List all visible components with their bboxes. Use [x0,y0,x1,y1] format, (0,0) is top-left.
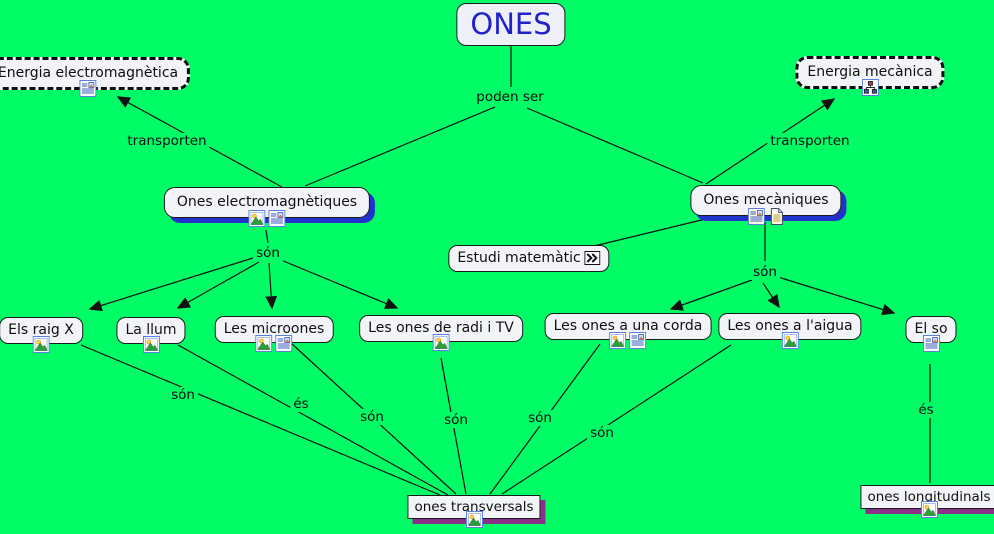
image-icon[interactable] [781,331,799,349]
concept-node-la-llum[interactable]: La llum [116,317,186,353]
doc-image-icon[interactable] [747,207,765,225]
linking-phrase-son-right-branch[interactable]: són [750,264,780,280]
concept-label: Les ones a una corda [553,318,703,334]
image-icon[interactable] [248,209,266,227]
linking-phrase-transporten-left[interactable]: transporten [124,133,210,149]
concept-label: Energia electromagnètica [0,65,179,81]
concept-node-ones-mecaniques[interactable]: Ones mecàniques [690,185,842,225]
concept-node-les-microones[interactable]: Les microones [214,316,334,352]
hierarchy-icon[interactable] [861,78,879,96]
concept-label: La llum [125,322,177,338]
concept-label: Estudi matemàtic [457,250,581,266]
linking-phrase-poden-ser[interactable]: poden ser [473,89,547,105]
double-chevron-icon[interactable] [584,251,601,266]
doc-image-icon[interactable] [922,334,940,352]
image-icon[interactable] [609,331,627,349]
image-icon[interactable] [432,333,450,351]
linking-phrase-son-microones[interactable]: són [357,409,387,425]
linking-phrase-son-raigx[interactable]: són [168,387,198,403]
linking-phrase-transporten-right[interactable]: transporten [767,133,853,149]
doc-image-icon[interactable] [268,209,286,227]
linking-phrase-es-llum[interactable]: és [290,396,312,412]
concept-node-ones-electromagnetiques[interactable]: Ones electromagnètiques [163,187,371,227]
concept-label: Les ones de radi i TV [368,320,514,336]
image-icon[interactable] [142,335,160,353]
concept-node-estudi-matematic[interactable]: Estudi matemàtic [448,245,610,272]
linking-phrase-son-left-branch[interactable]: són [253,245,283,261]
concept-label: Les microones [223,321,325,337]
concept-label: Els raig X [8,322,74,338]
doc-image-icon[interactable] [275,334,293,352]
concept-node-energia-mecanica[interactable]: Energia mecànica [795,56,945,96]
concept-label: Energia mecànica [807,64,933,80]
concept-node-ones-longitudinals[interactable]: ones longitudinals [860,485,994,519]
concept-label: ONES [470,7,552,41]
concept-node-les-ones-de-radi-i-tv[interactable]: Les ones de radi i TV [359,315,523,351]
concept-node-ones-transversals[interactable]: ones transversals [407,495,541,529]
concept-node-els-raig-x[interactable]: Els raig X [0,317,83,353]
concept-node-energia-electromagnetica[interactable]: Energia electromagnètica [0,57,191,97]
image-icon[interactable] [255,334,273,352]
linking-phrase-son-raditv[interactable]: són [441,412,471,428]
concept-label: Les ones a l'aigua [727,318,853,334]
concept-label: ones longitudinals [867,489,991,505]
concept-label: Ones mecàniques [703,192,829,208]
concept-node-el-so[interactable]: El so [905,316,957,352]
image-icon[interactable] [465,511,483,529]
linking-phrase-es-so[interactable]: és [915,402,937,418]
doc-image-icon[interactable] [79,79,97,97]
linking-phrase-son-aigua[interactable]: són [587,425,617,441]
image-icon[interactable] [920,501,938,519]
image-icon[interactable] [32,335,50,353]
concept-label: ones transversals [414,499,534,515]
concept-node-ones[interactable]: ONES [456,3,566,47]
concept-label: El so [914,321,948,337]
linking-phrase-son-corda[interactable]: són [525,410,555,426]
doc-text-icon[interactable] [768,207,785,225]
doc-image-icon[interactable] [629,331,647,349]
concept-node-les-ones-a-laigua[interactable]: Les ones a l'aigua [718,313,862,349]
concept-label: Ones electromagnètiques [176,194,358,210]
concept-node-les-ones-a-una-corda[interactable]: Les ones a una corda [544,313,712,349]
